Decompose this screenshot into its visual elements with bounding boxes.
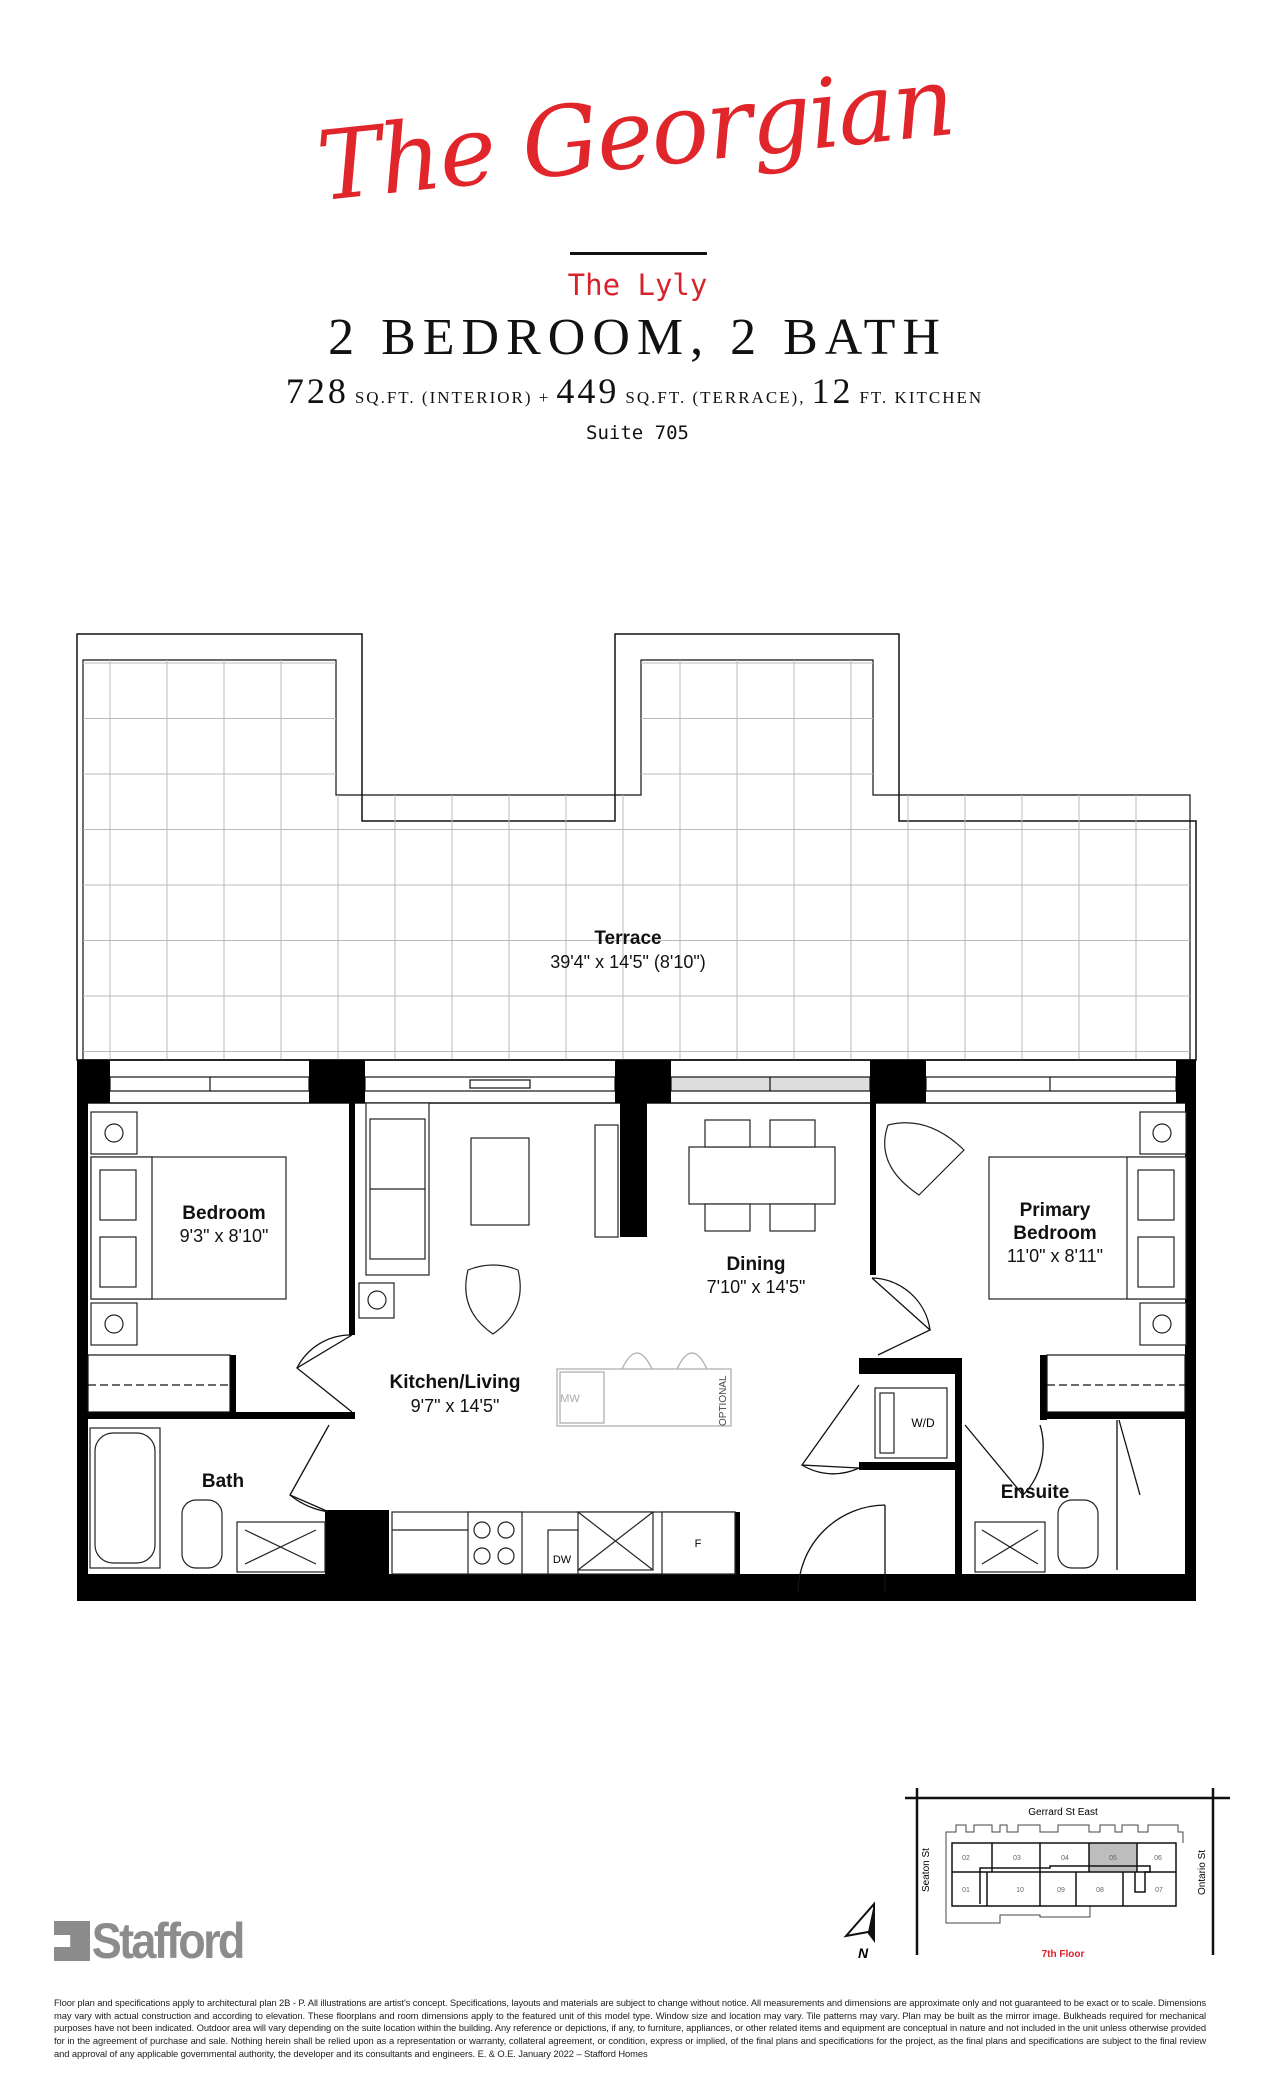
unit-01: 01 <box>962 1887 970 1894</box>
stafford-logo: Stafford <box>54 1912 246 1970</box>
header-divider <box>570 252 707 255</box>
bedroom-label: Bedroom <box>182 1203 265 1224</box>
toilet <box>181 1499 223 1569</box>
primary-bedroom-dims: 11'0" x 8'11" <box>1007 1246 1103 1266</box>
terrace <box>76 633 1197 1061</box>
bathtub <box>89 1427 161 1569</box>
highlighted-unit <box>1089 1843 1137 1872</box>
unit-type-heading: 2 BEDROOM, 2 BATH <box>328 309 947 366</box>
furniture <box>89 1102 1187 1575</box>
stafford-mark-icon <box>54 1921 90 1961</box>
interior-sqft: 728 <box>285 371 349 411</box>
kitchen-living-dims: 9'7" x 14'5" <box>411 1396 500 1416</box>
primary-bedroom-label-1: Primary <box>1020 1200 1091 1221</box>
unit-03: 03 <box>1013 1855 1021 1862</box>
north-arrow-icon: N <box>843 1901 875 1961</box>
unit-10: 10 <box>1016 1887 1024 1894</box>
terrace-label: Terrace <box>594 928 661 949</box>
terrace-sqft: 449 <box>556 371 620 411</box>
key-plan-street-top: Gerrard St East <box>1028 1807 1098 1818</box>
dining-table <box>688 1119 836 1232</box>
key-plan-street-right: Ontario St <box>1197 1850 1208 1895</box>
ensuite-label: Ensuite <box>1001 1482 1070 1503</box>
bedroom-dims: 9'3" x 8'10" <box>180 1226 269 1246</box>
sofa <box>365 1102 430 1276</box>
primary-bedroom-label-2: Bedroom <box>1013 1223 1096 1244</box>
terrace-label: SQ.FT. (TERRACE), <box>625 388 806 407</box>
interior-label: SQ.FT. (INTERIOR) + <box>354 388 551 407</box>
unit-08: 08 <box>1096 1887 1104 1894</box>
washer-dryer <box>874 1387 948 1459</box>
unit-04: 04 <box>1061 1855 1069 1862</box>
armchair <box>465 1264 521 1335</box>
suite-number: Suite 705 <box>586 422 689 444</box>
lounge-chair <box>884 1122 965 1196</box>
fridge-label: F <box>695 1538 702 1550</box>
terrace-dims: 39'4" x 14'5" (8'10") <box>550 952 706 972</box>
dining-label: Dining <box>726 1254 785 1275</box>
primary-bed <box>988 1156 1187 1300</box>
terrace-tile-grid <box>83 660 1190 1060</box>
bedroom-bed <box>90 1156 287 1300</box>
coffee-table <box>470 1137 530 1226</box>
kitchen-ft: 12 <box>811 371 854 411</box>
doors <box>289 1277 1141 1593</box>
walls <box>77 1100 1196 1601</box>
unit-stats: 728 SQ.FT. (INTERIOR) + 449 SQ.FT. (TERRACE… <box>0 370 1275 412</box>
dishwasher-label: DW <box>553 1554 572 1566</box>
closets <box>87 1354 1186 1413</box>
kitchen-island <box>556 1352 732 1427</box>
bath-label: Bath <box>202 1471 244 1492</box>
unit-06: 06 <box>1154 1855 1162 1862</box>
north-label: N <box>858 1945 869 1961</box>
microwave-label: MW <box>560 1393 580 1405</box>
kitchen-living-label: Kitchen/Living <box>390 1372 521 1393</box>
window-wall <box>77 1059 1196 1104</box>
dining-dims: 7'10" x 14'5" <box>707 1277 806 1297</box>
model-name: The Lyly <box>567 268 708 302</box>
unit-05: 05 <box>1109 1855 1117 1862</box>
tv-console <box>594 1124 619 1238</box>
ensuite-toilet <box>1057 1499 1099 1569</box>
optional-label: OPTIONAL <box>718 1375 729 1426</box>
kitchen-counter <box>391 1511 736 1575</box>
key-plan-street-left: Seaton St <box>921 1848 932 1892</box>
legal-disclaimer: Floor plan and specifications apply to a… <box>54 1997 1207 2059</box>
key-plan: Gerrard St East Seaton St Ontario St 02 … <box>905 1788 1230 1960</box>
unit-09: 09 <box>1057 1887 1065 1894</box>
stafford-wordmark: Stafford <box>91 1913 246 1969</box>
unit-07: 07 <box>1155 1887 1163 1894</box>
key-plan-floor: 7th Floor <box>1042 1949 1085 1960</box>
nightstand <box>1139 1111 1187 1155</box>
washer-dryer-label: W/D <box>911 1416 935 1430</box>
kitchen-label: FT. KITCHEN <box>859 388 984 407</box>
floor-plan: Terrace 39'4" x 14'5" (8'10") <box>76 633 1197 1601</box>
unit-02: 02 <box>962 1855 970 1862</box>
